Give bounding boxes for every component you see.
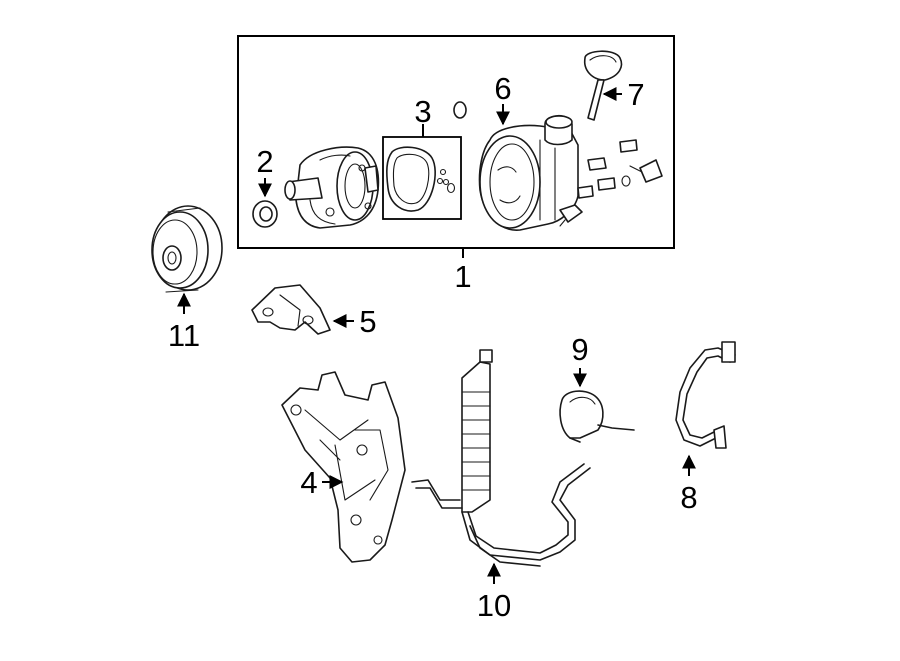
callout-8: 8 — [680, 454, 698, 515]
callout-2-number: 2 — [256, 144, 273, 179]
callout-10-number: 10 — [477, 588, 511, 623]
callout-1-number: 1 — [454, 259, 471, 294]
reservoir-part — [478, 114, 583, 231]
callout-7-number: 7 — [627, 77, 644, 112]
small-bracket-part — [251, 284, 331, 335]
callout-11: 11 — [168, 292, 200, 353]
callout-4: 4 — [300, 465, 344, 500]
callout-6-number: 6 — [494, 71, 511, 106]
pulley-part — [151, 205, 223, 293]
callout-7: 7 — [602, 77, 645, 112]
callout-9: 9 — [571, 332, 589, 388]
pressure-hose-part — [675, 341, 736, 449]
callout-8-number: 8 — [680, 480, 697, 515]
callout-5: 5 — [332, 304, 377, 339]
callout-9-number: 9 — [571, 332, 588, 367]
pump-body-part — [284, 146, 380, 229]
fittings-part — [577, 139, 663, 199]
callout-3-number: 3 — [414, 94, 431, 129]
cooler-lines-part — [411, 349, 591, 567]
callout-6: 6 — [494, 71, 512, 126]
callout-5-number: 5 — [359, 304, 376, 339]
callout-1: 1 — [454, 248, 472, 294]
seal-ring-part — [252, 200, 278, 228]
callout-2: 2 — [256, 144, 274, 198]
callout-11-number: 11 — [168, 318, 200, 353]
callout-3: 3 — [414, 94, 432, 137]
pump-assembly-box — [237, 35, 675, 249]
callout-10: 10 — [477, 562, 511, 623]
hose-part — [559, 390, 635, 443]
mounting-bracket-part — [281, 371, 406, 563]
dipstick-cap-part — [583, 50, 623, 121]
callout-4-number: 4 — [300, 465, 317, 500]
